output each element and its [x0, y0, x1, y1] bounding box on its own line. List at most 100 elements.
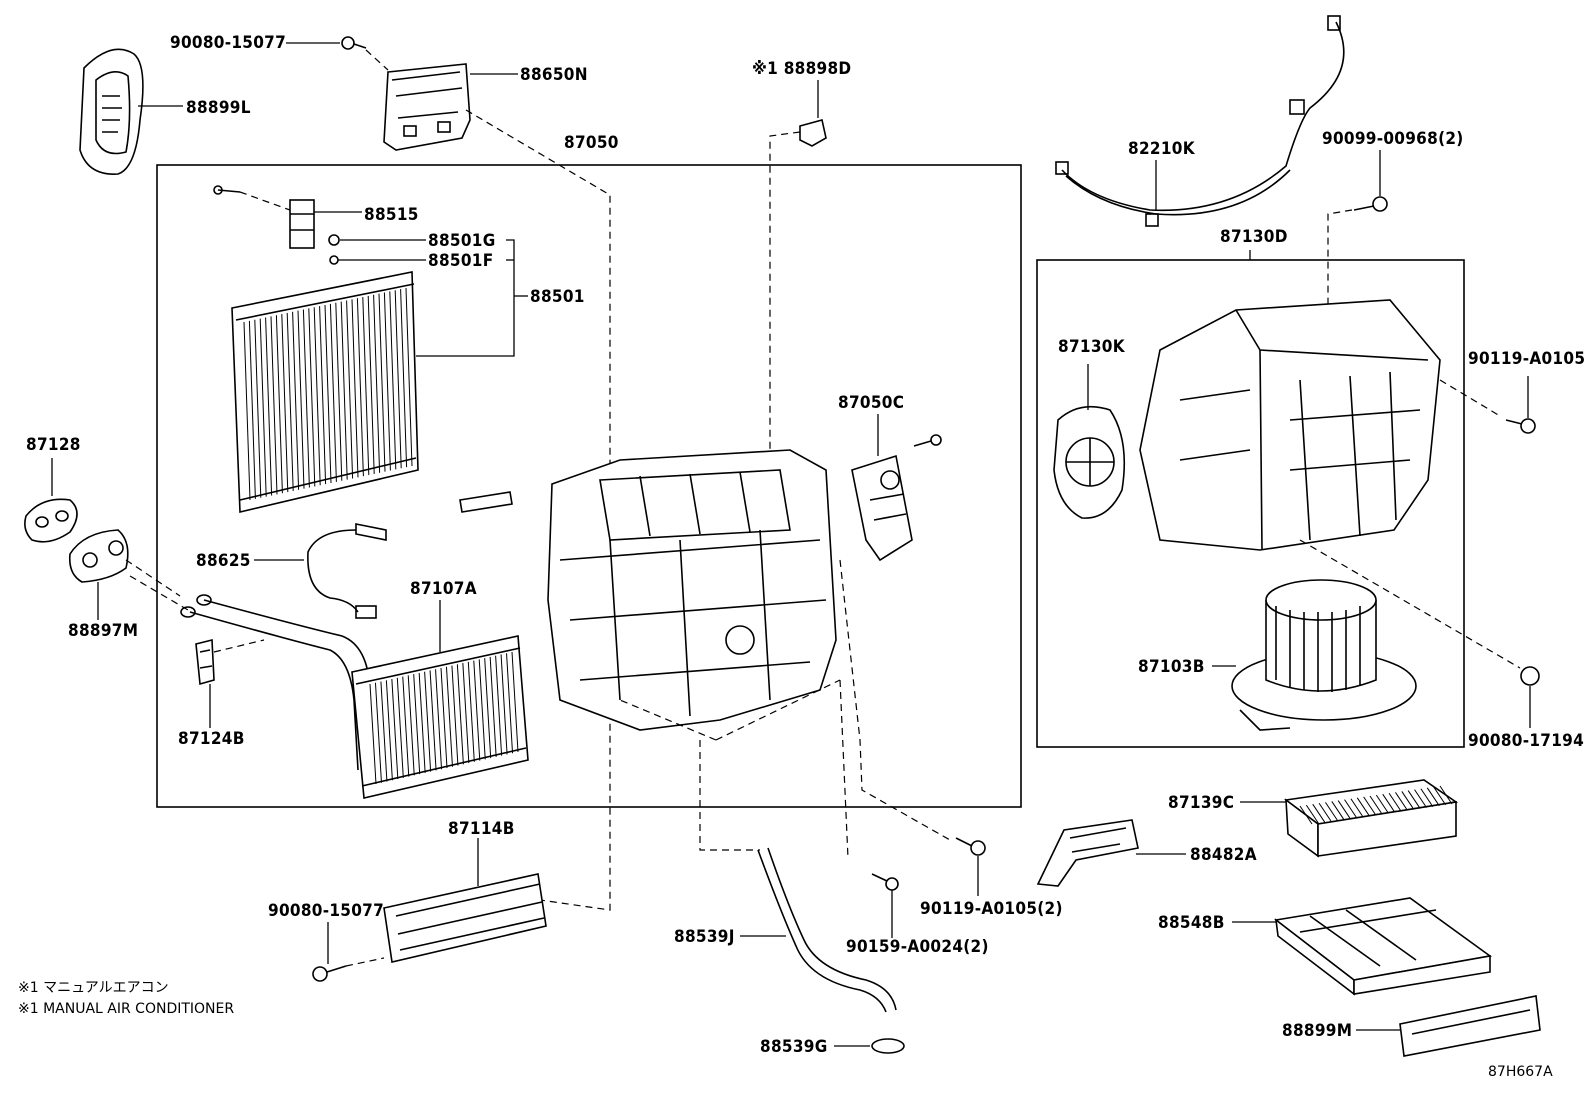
label-87139c[interactable]: 87139C — [1168, 793, 1234, 813]
fin-line — [405, 287, 413, 467]
fin-line — [489, 656, 497, 757]
fin-line — [308, 308, 316, 487]
label-90080-15077-top[interactable]: 90080-15077 — [170, 33, 286, 53]
fin-line — [478, 659, 486, 760]
part-88650n-graphic[interactable] — [383, 63, 471, 151]
nut-90080-17194[interactable] — [1520, 666, 1540, 686]
fin-line — [329, 303, 337, 482]
fin-line — [270, 316, 278, 495]
label-88650n[interactable]: 88650N — [520, 65, 588, 85]
bolt-90119-a0105-2[interactable] — [955, 837, 986, 856]
part-87050c-servo-graphic[interactable] — [851, 454, 913, 562]
fin-line — [435, 669, 443, 770]
part-88897m-plate-graphic[interactable] — [68, 529, 129, 583]
part-88625-sensor-graphic[interactable] — [307, 523, 387, 619]
label-82210k[interactable]: 82210K — [1128, 139, 1196, 159]
label-87050[interactable]: 87050 — [564, 133, 619, 153]
label-90159-a0024[interactable]: 90159-A0024(2) — [846, 937, 989, 957]
label-90080-15077-bottom[interactable]: 90080-15077 — [268, 901, 384, 921]
part-87128-seal-graphic[interactable] — [24, 498, 78, 543]
screw-87050c[interactable] — [913, 434, 942, 447]
part-88539g-cap-graphic[interactable] — [871, 1038, 905, 1054]
fin-line — [1325, 802, 1338, 821]
bolt-90080-15077-bottom[interactable] — [312, 965, 347, 982]
oring-88501f[interactable] — [329, 255, 339, 265]
label-88625[interactable]: 88625 — [196, 551, 251, 571]
fin-line — [1350, 798, 1364, 818]
fin-line — [1407, 790, 1421, 809]
label-88501g[interactable]: 88501G — [428, 231, 496, 251]
part-87130d-blower-case-graphic[interactable] — [1139, 299, 1441, 551]
fin-line — [394, 290, 402, 469]
fin-line — [383, 292, 391, 471]
part-82210k-harness-graphic[interactable] — [1055, 15, 1345, 227]
fin-line — [324, 304, 332, 484]
label-88898d[interactable]: ※1 88898D — [752, 59, 851, 79]
fin-line — [1299, 805, 1313, 825]
label-87103b[interactable]: 87103B — [1138, 657, 1205, 677]
fin-line — [396, 677, 404, 778]
part-87139c-filter-graphic[interactable] — [1283, 779, 1459, 858]
fin-line — [1363, 796, 1377, 816]
label-88501[interactable]: 88501 — [530, 287, 585, 307]
fin-line — [500, 654, 508, 755]
part-87103b-blower-motor-graphic[interactable] — [1231, 579, 1417, 731]
fin-line — [400, 289, 408, 468]
label-90099-00968[interactable]: 90099-00968(2) — [1322, 129, 1464, 149]
fin-line — [254, 319, 262, 498]
part-88898d-graphic[interactable] — [799, 119, 827, 147]
bolt-90099-00968[interactable] — [1353, 196, 1388, 212]
part-87114b-ptc-heater-graphic[interactable] — [383, 873, 547, 963]
fin-line — [1439, 785, 1453, 805]
label-90119-a0105-right[interactable]: 90119-A0105 — [1468, 349, 1585, 369]
fin-line — [346, 300, 354, 479]
label-88515[interactable]: 88515 — [364, 205, 419, 225]
fin-line — [275, 315, 283, 494]
label-87130d[interactable]: 87130D — [1220, 227, 1288, 247]
oring-88501g[interactable] — [328, 234, 340, 246]
fin-line — [1401, 791, 1415, 810]
label-87114b[interactable]: 87114B — [448, 819, 515, 839]
bolt-90159-a0024[interactable] — [871, 873, 899, 891]
fin-line — [265, 317, 273, 496]
label-90119-a0105-2[interactable]: 90119-A0105(2) — [920, 899, 1063, 919]
label-88548b[interactable]: 88548B — [1158, 913, 1225, 933]
part-88899m-cover-graphic[interactable] — [1399, 995, 1541, 1057]
fin-line — [374, 682, 382, 783]
part-88515-graphic[interactable] — [213, 185, 315, 249]
label-88897m[interactable]: 88897M — [68, 621, 138, 641]
fin-line — [456, 664, 464, 765]
bolt-90080-15077-top[interactable] — [341, 36, 367, 50]
fin-line — [340, 301, 348, 480]
label-87124b[interactable]: 87124B — [178, 729, 245, 749]
part-87130k-fan-housing-graphic[interactable] — [1053, 405, 1126, 519]
fin-line — [506, 653, 514, 754]
label-87130k[interactable]: 87130K — [1058, 337, 1126, 357]
part-88539j-drain-hose-graphic[interactable] — [757, 847, 897, 1013]
label-88501f[interactable]: 88501F — [428, 251, 493, 271]
label-88539j[interactable]: 88539J — [674, 927, 735, 947]
part-88899l-graphic[interactable] — [79, 48, 144, 175]
fin-line — [1433, 786, 1447, 806]
fin-line — [362, 297, 370, 476]
part-88548b-filter-case-graphic[interactable] — [1274, 897, 1492, 996]
label-87107a[interactable]: 87107A — [410, 579, 477, 599]
fin-line — [1420, 788, 1434, 808]
label-90080-17194[interactable]: 90080-17194 — [1468, 731, 1584, 751]
part-88482a-bracket-graphic[interactable] — [1036, 819, 1139, 887]
part-87107a-heater-core-graphic[interactable] — [180, 594, 529, 799]
part-87124b-clip-graphic[interactable] — [195, 638, 215, 686]
label-88482a[interactable]: 88482A — [1190, 845, 1257, 865]
group-frame-87050 — [156, 164, 1022, 808]
part-87050-hvac-unit-graphic[interactable] — [459, 449, 837, 731]
label-88899l[interactable]: 88899L — [186, 98, 251, 118]
bolt-90119-a0105-right[interactable] — [1505, 418, 1536, 434]
fin-line — [1382, 793, 1396, 813]
label-87050c[interactable]: 87050C — [838, 393, 904, 413]
label-87128[interactable]: 87128 — [26, 435, 81, 455]
part-88501-evaporator-graphic[interactable] — [231, 271, 419, 514]
label-88899m[interactable]: 88899M — [1282, 1021, 1352, 1041]
fin-line — [369, 683, 377, 785]
label-88539g[interactable]: 88539G — [760, 1037, 828, 1057]
